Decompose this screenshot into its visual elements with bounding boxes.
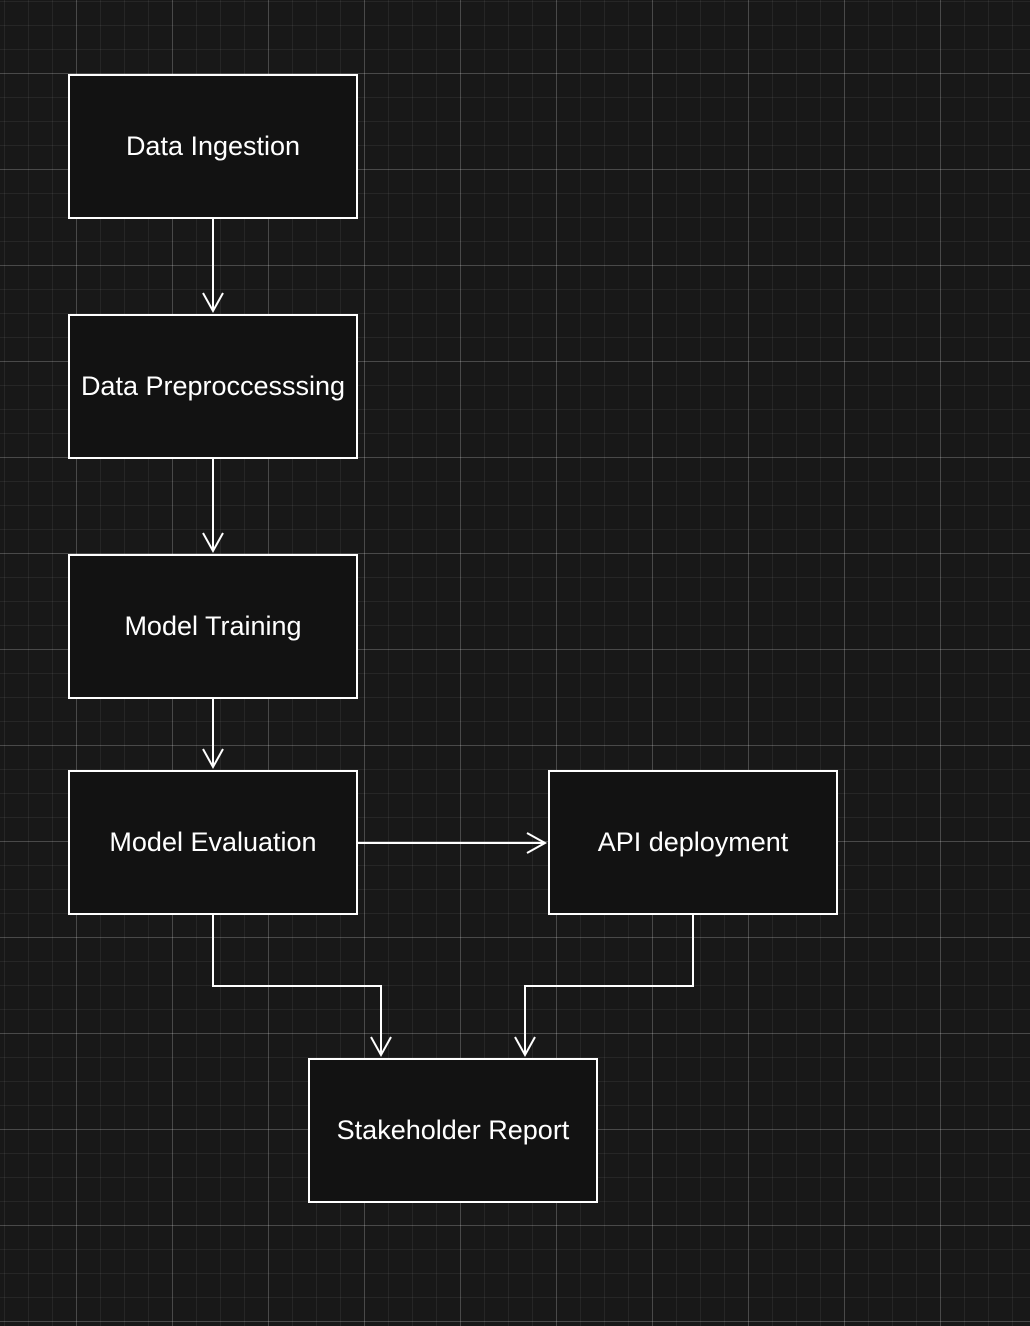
arrowhead-icon bbox=[202, 748, 224, 770]
arrowhead-icon bbox=[514, 1036, 536, 1058]
arrowhead-icon bbox=[202, 292, 224, 314]
edge-ingestion-to-preprocessing[interactable] bbox=[202, 219, 224, 314]
node-label: API deployment bbox=[597, 827, 789, 858]
arrowhead-icon bbox=[202, 532, 224, 554]
edge-api-to-report[interactable] bbox=[514, 915, 694, 1058]
arrowhead-icon bbox=[370, 1036, 392, 1058]
node-label: Stakeholder Report bbox=[336, 1115, 570, 1146]
node-api-deployment[interactable]: API deployment bbox=[548, 770, 838, 915]
node-label: Model Evaluation bbox=[109, 827, 317, 858]
node-label: Data Ingestion bbox=[125, 131, 301, 162]
node-label: Model Training bbox=[124, 611, 302, 642]
edge-evaluation-to-api[interactable] bbox=[358, 832, 548, 854]
edge-evaluation-to-report[interactable] bbox=[212, 915, 392, 1058]
node-model-training[interactable]: Model Training bbox=[68, 554, 358, 699]
node-label: Data Preproccesssing bbox=[80, 371, 346, 402]
node-stakeholder-report[interactable]: Stakeholder Report bbox=[308, 1058, 598, 1203]
node-model-evaluation[interactable]: Model Evaluation bbox=[68, 770, 358, 915]
node-data-preprocessing[interactable]: Data Preproccesssing bbox=[68, 314, 358, 459]
edge-preprocessing-to-training[interactable] bbox=[202, 459, 224, 554]
edge-training-to-evaluation[interactable] bbox=[202, 699, 224, 770]
arrowhead-icon bbox=[526, 832, 548, 854]
node-data-ingestion[interactable]: Data Ingestion bbox=[68, 74, 358, 219]
